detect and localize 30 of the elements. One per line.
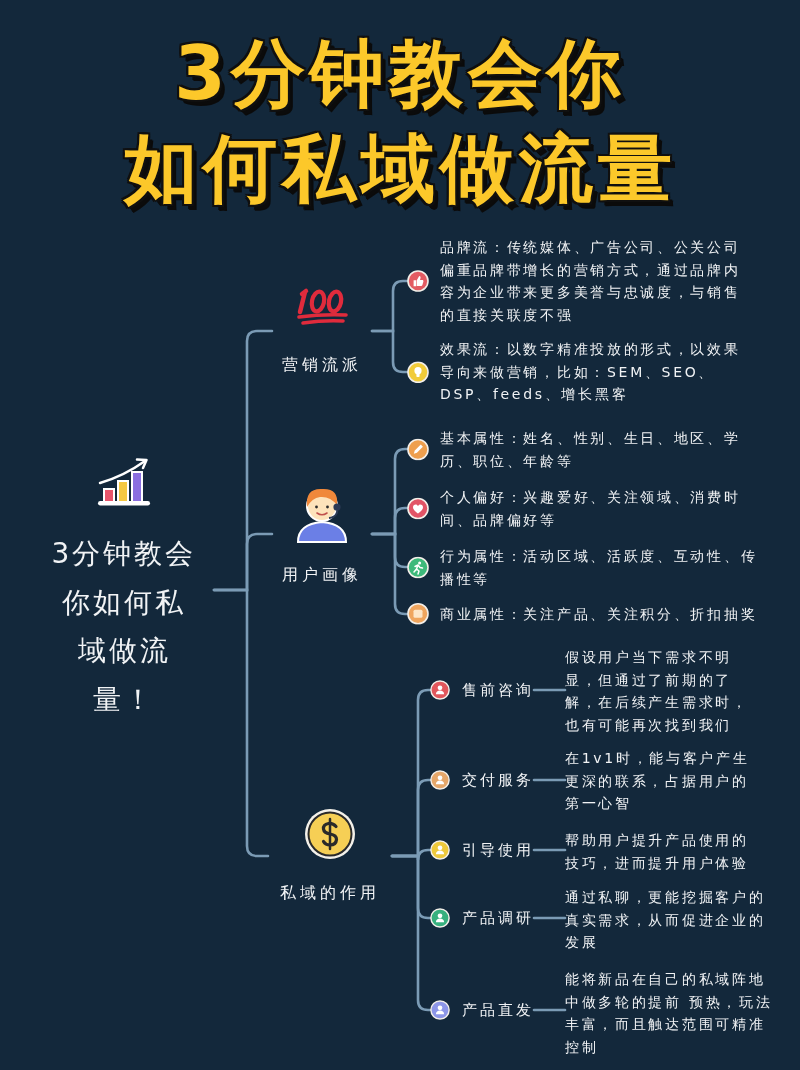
connector-line bbox=[532, 1008, 567, 1012]
connector-line bbox=[390, 854, 432, 1012]
central-topic: 3分钟教会你如何私域做流量！ bbox=[50, 536, 198, 718]
connector-line bbox=[532, 778, 567, 782]
connector-line bbox=[370, 532, 409, 616]
description-text: 假设用户当下需求不明显，但通过了前期的了解，在后续产生需求时，也有可能再次找到我们 bbox=[565, 648, 750, 735]
sub-branch-label: 产品调研 bbox=[462, 909, 534, 928]
sub-branch-label: 引导使用 bbox=[462, 841, 534, 860]
leaf-text: 效果流：以数字精准投放的形式，以效果导向来做营销，比如：SEM、SEO、DSP、feeds、增长黑客 bbox=[440, 340, 742, 405]
leaf-text: 品牌流：传统媒体、广告公司、公关公司偏重品牌带增长的营销方式，通过品牌内容为企业带来更多美誉与忠诚度，与销售的直接关联度不强 bbox=[440, 238, 742, 325]
connector-line bbox=[532, 688, 567, 692]
leaf-text: 行为属性：活动区域、活跃度、互动性、传播性等 bbox=[440, 546, 759, 588]
branch-label: 营销流派 bbox=[282, 354, 362, 376]
connector-line bbox=[532, 916, 567, 920]
leaf-text: 基本属性：姓名、性别、生日、地区、学历、职位、年龄等 bbox=[440, 428, 742, 470]
connector-line bbox=[212, 588, 270, 858]
sub-branch-label: 售前咨询 bbox=[462, 681, 534, 700]
description-text: 在1v1时，能与客户产生更深的联系，占据用户的第一心智 bbox=[565, 749, 751, 814]
leaf-text: 个人偏好：兴趣爱好、关注领域、消费时间、品牌偏好等 bbox=[440, 487, 742, 529]
connector-line bbox=[532, 848, 567, 852]
description-text: 能将新品在自己的私域阵地中做多轮的提前 预热，玩法丰富，而且触达范围可精准控制 bbox=[565, 970, 774, 1057]
branch-label: 私域的作用 bbox=[280, 882, 380, 904]
sub-branch-label: 交付服务 bbox=[462, 771, 534, 790]
leaf-text: 商业属性：关注产品、关注积分、折扣抽奖 bbox=[440, 604, 759, 624]
sub-branch-label: 产品直发 bbox=[462, 1001, 534, 1020]
branch-label: 用户画像 bbox=[282, 564, 362, 586]
description-text: 通过私聊，更能挖掘客户的真实需求，从而促进企业的发展 bbox=[565, 888, 767, 953]
title: 3分钟教会你如何私域做流量 bbox=[122, 29, 678, 213]
description-text: 帮助用户提升产品使用的技巧，进而提升用户体验 bbox=[565, 830, 750, 872]
connector-line bbox=[370, 329, 409, 374]
